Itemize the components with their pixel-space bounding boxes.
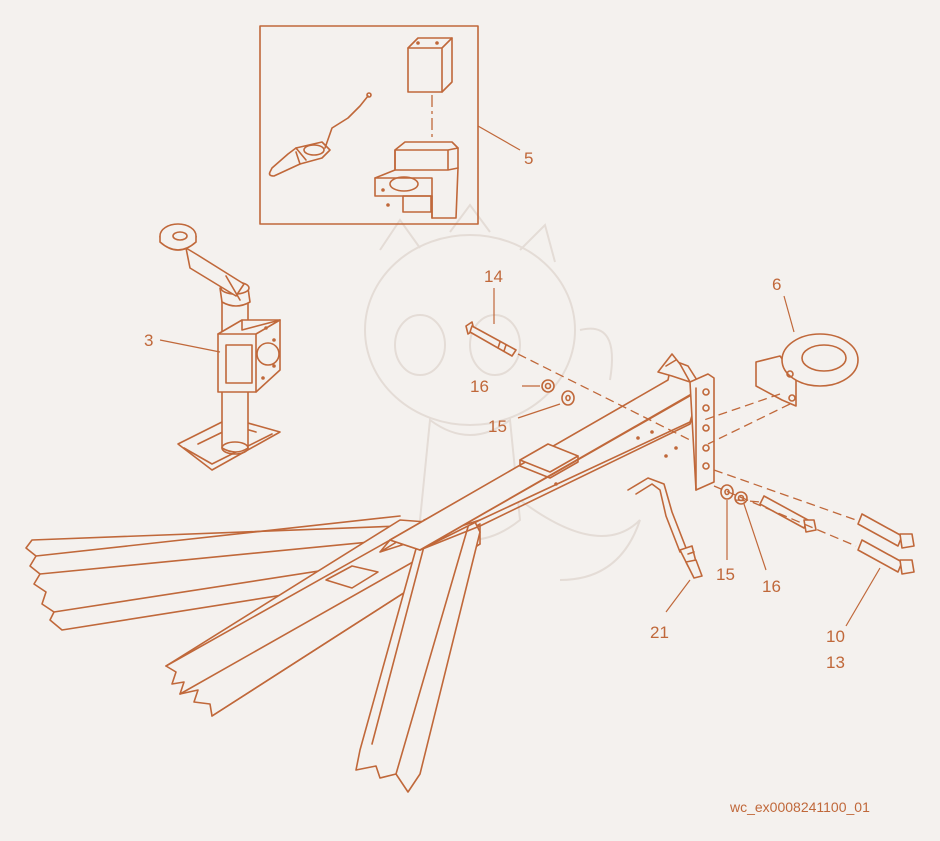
- rail-plate: [325, 565, 379, 589]
- watermark-dragon-illustration: [364, 203, 641, 581]
- callout-15-lower: 15: [716, 565, 735, 584]
- callout-14: 14: [484, 267, 503, 286]
- item-16-nut-upper: [522, 379, 555, 393]
- callout-16-lower: 16: [762, 577, 781, 596]
- item-10-13-bolts: [713, 469, 915, 627]
- breakaway-cable: [324, 95, 369, 149]
- item-5-inset-box: [259, 25, 521, 225]
- callout-6: 6: [772, 275, 781, 294]
- switch-cover-box: [407, 37, 453, 93]
- reference-code: wc_ex0008241100_01: [729, 799, 870, 815]
- callout-3: 3: [144, 331, 153, 350]
- item-3-tongue-jack: [159, 223, 281, 471]
- coupler-mounting-plate: [657, 353, 715, 491]
- item-15-washer-upper: [517, 390, 575, 419]
- callout-21: 21: [650, 623, 669, 642]
- callout-15-upper: 15: [488, 417, 507, 436]
- callout-16-upper: 16: [470, 377, 489, 396]
- trailer-frame: [25, 359, 703, 793]
- item-14-bolt: [465, 288, 691, 441]
- item-6-lunette-ring: [755, 295, 859, 407]
- callout-13: 13: [826, 653, 845, 672]
- item-21-brake-line: [627, 477, 703, 613]
- callout-10: 10: [826, 627, 845, 646]
- callout-5: 5: [524, 149, 533, 168]
- item-15-washer-lower: [720, 484, 734, 560]
